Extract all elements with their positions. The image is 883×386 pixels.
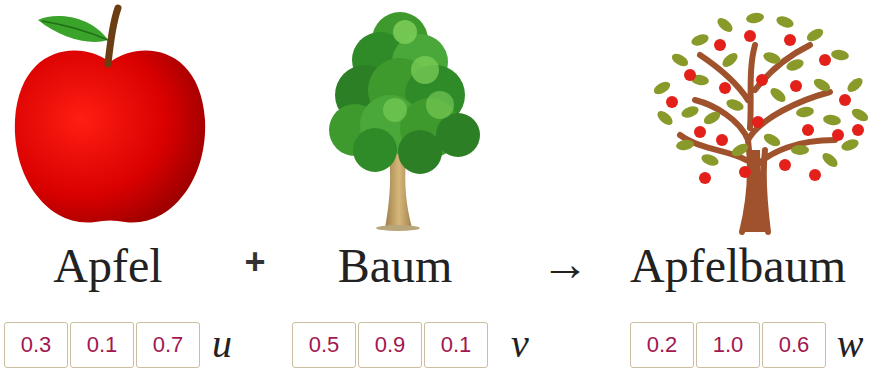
apple-picture (15, 8, 205, 223)
vector-name: w (837, 322, 864, 366)
vector-value: 0.2 (647, 334, 678, 356)
word-label: Apfelbaum (630, 240, 846, 293)
vector-value: 0.1 (441, 334, 472, 356)
vector-value: 0.3 (21, 334, 52, 356)
vector-cell: 0.6 (762, 322, 826, 368)
vector-value: 0.7 (153, 334, 184, 356)
word-label: Apfel (53, 240, 162, 293)
vector-name: v (511, 322, 529, 366)
vector-name: u (212, 322, 232, 366)
vector-value: 0.9 (375, 334, 406, 356)
arrow-sign: → (541, 238, 589, 291)
vector-cell: 1.0 (696, 322, 760, 368)
word-label: Baum (338, 240, 453, 293)
apple-tree-picture (652, 12, 871, 232)
vector-value: 0.5 (309, 334, 340, 356)
vector-cell: 0.1 (424, 322, 488, 368)
vector-value: 0.1 (87, 334, 118, 356)
vector-cell: 0.5 (292, 322, 356, 368)
vector-cell: 0.3 (4, 322, 68, 368)
vector-cell: 0.1 (70, 322, 134, 368)
vector-cell: 0.7 (136, 322, 200, 368)
plus-sign: + (244, 242, 265, 282)
tree-picture (329, 12, 480, 231)
vector-value: 0.6 (779, 334, 810, 356)
vector-cell: 0.2 (630, 322, 694, 368)
vector-cell: 0.9 (358, 322, 422, 368)
vector-value: 1.0 (713, 334, 744, 356)
